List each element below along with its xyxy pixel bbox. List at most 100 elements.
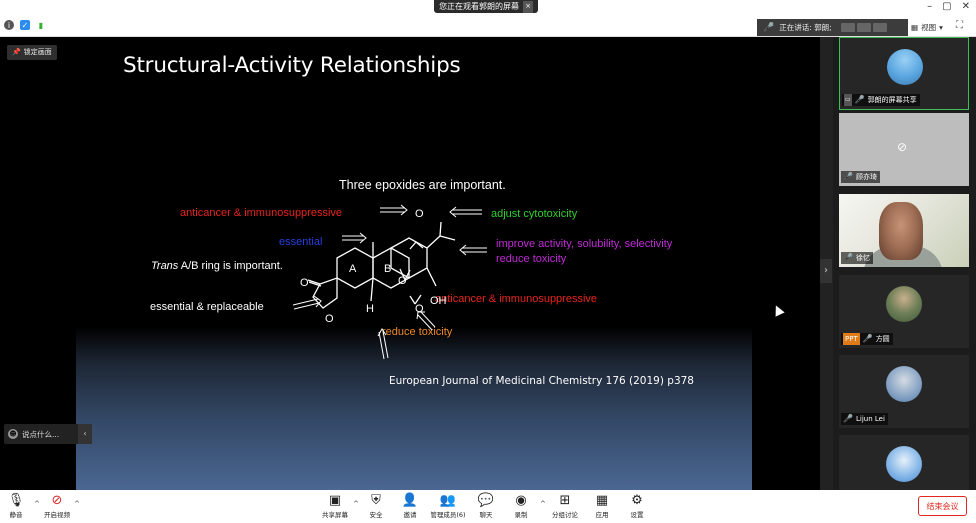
participant-name-tag: 🎤 顾亦琦 xyxy=(841,171,880,183)
lactone-ring-o: O xyxy=(325,313,334,325)
mute-button[interactable]: 🎙 静音 xyxy=(0,493,36,519)
annotation-reduce-toxicity-bottom: reduce toxicity xyxy=(382,326,453,338)
participant-face xyxy=(879,202,923,260)
ring-b-label: B xyxy=(384,263,391,275)
trans-rest: A/B ring is important. xyxy=(178,260,283,272)
start-video-button[interactable]: ⊘ 开启视频 xyxy=(37,493,77,519)
share-screen-icon: ▣ xyxy=(328,493,342,508)
slide-citation: European Journal of Medicinal Chemistry … xyxy=(389,375,694,387)
invite-button[interactable]: 👤 邀请 xyxy=(390,493,430,519)
collapse-panel-button[interactable]: › xyxy=(820,259,832,283)
record-icon: ◉ xyxy=(515,493,527,508)
annotation-reduce-toxicity-right: reduce toxicity xyxy=(496,253,567,265)
epoxide-top-label: O xyxy=(415,208,424,220)
participant-tile[interactable]: 🎤 Lijun Lei xyxy=(839,355,969,428)
settings-label: 设置 xyxy=(630,511,644,519)
title-bar: i ✓ ▮ 您正在观看郭朗的屏幕 × – ▢ ✕ xyxy=(0,0,976,37)
maximize-button[interactable]: ▢ xyxy=(942,1,952,12)
gear-icon: ⚙ xyxy=(631,493,643,508)
chevron-down-icon: ▾ xyxy=(939,23,943,32)
annotation-improve-activity: improve activity, solubility, selectivit… xyxy=(496,238,673,250)
participant-name-tag: ▭ 🎤 郭朗的屏幕共享 xyxy=(842,94,920,106)
chevron-up-icon[interactable]: ^ xyxy=(74,500,80,508)
mic-icon: 🎤 xyxy=(854,95,865,104)
molecule-structure: A B OH H O O O O O xyxy=(292,204,487,360)
view-icon: ▦ xyxy=(911,23,919,32)
participant-name: 顾亦琦 xyxy=(855,173,877,181)
participants-button[interactable]: 👥 管理成员(6) xyxy=(428,493,468,519)
view-mode-button[interactable]: ▦ 视图 ▾ xyxy=(908,19,952,36)
users-icon: 👥 xyxy=(439,493,457,508)
record-button[interactable]: ◉ 录制 xyxy=(501,493,541,519)
chevron-up-icon[interactable]: ^ xyxy=(34,500,40,508)
signal-icon[interactable]: ▮ xyxy=(38,20,44,30)
security-label: 安全 xyxy=(369,511,383,519)
chevron-up-icon[interactable]: ^ xyxy=(353,500,359,508)
chat-icon: 💬 xyxy=(477,493,495,508)
apps-button[interactable]: ▦ 应用 xyxy=(582,493,622,519)
presenter-badge: PPT xyxy=(843,333,860,345)
participant-name: 方圆 xyxy=(875,335,890,343)
participants-label: 管理成员(6) xyxy=(430,511,466,519)
share-screen-label: 共享屏幕 xyxy=(322,511,348,519)
participant-name: Lijun Lei xyxy=(855,415,885,423)
breakout-rooms-button[interactable]: ⊞ 分组讨论 xyxy=(545,493,585,519)
minimize-button[interactable]: – xyxy=(927,1,933,12)
mic-icon: 🎤 xyxy=(763,22,775,33)
participant-tile[interactable]: PPT 🎤 方圆 xyxy=(839,275,969,348)
pin-screen-button[interactable]: 📌 锁定画面 xyxy=(7,45,57,60)
lactone-carbonyl-o: O xyxy=(300,277,309,289)
share-screen-button[interactable]: ▣ 共享屏幕 xyxy=(315,493,355,519)
chat-input[interactable]: ☻ 说点什么... ‹ xyxy=(4,424,92,444)
slide xyxy=(76,37,752,490)
portrait-avatar xyxy=(886,286,922,322)
mic-icon: 🎤 xyxy=(862,334,873,343)
screen-share-icon: ▭ xyxy=(844,94,852,106)
status-icons: i ✓ ▮ xyxy=(4,20,46,30)
lactone-ring xyxy=(312,277,338,309)
security-button[interactable]: ⛨ 安全 xyxy=(356,493,396,519)
settings-button[interactable]: ⚙ 设置 xyxy=(617,493,657,519)
chat-collapse-button[interactable]: ‹ xyxy=(78,424,92,444)
shield-icon[interactable]: ✓ xyxy=(20,20,30,30)
apps-icon: ▦ xyxy=(595,493,609,508)
chevron-up-icon[interactable]: ^ xyxy=(540,500,546,508)
sharing-banner-text: 您正在观看郭朗的屏幕 xyxy=(439,2,520,11)
apps-label: 应用 xyxy=(595,511,609,519)
ring-a-label: A xyxy=(349,263,357,275)
end-meeting-button[interactable]: 结束会议 xyxy=(918,496,967,516)
participant-tile[interactable]: ⊘ 🎤 顾亦琦 xyxy=(839,113,969,186)
window-controls: – ▢ ✕ xyxy=(927,1,970,12)
close-window-button[interactable]: ✕ xyxy=(961,1,970,12)
shield-icon: ⛨ xyxy=(371,493,381,508)
annotation-anticancer-top: anticancer & immunosuppressive xyxy=(180,207,343,219)
invite-label: 邀请 xyxy=(403,511,417,519)
shared-screen: › 📌 锁定画面 Structural-Activity Relationshi… xyxy=(0,37,833,490)
chat-button[interactable]: 💬 聊天 xyxy=(466,493,506,519)
camera-off-icon: ⊘ xyxy=(897,140,908,154)
slide-title: Structural-Activity Relationships xyxy=(123,53,461,78)
mic-icon: 🎤 xyxy=(843,253,853,262)
info-icon[interactable]: i xyxy=(4,20,14,30)
mic-icon: 🎤 xyxy=(843,414,853,423)
view-label: 视图 xyxy=(921,23,937,32)
annotation-three-epoxides: Three epoxides are important. xyxy=(339,178,506,192)
fullscreen-icon[interactable]: ⛶ xyxy=(956,20,963,31)
emoji-icon[interactable]: ☻ xyxy=(8,429,18,439)
pin-icon: 📌 xyxy=(12,48,21,56)
meeting-toolbar: 🎙 静音 ^ ⊘ 开启视频 ^ ▣ 共享屏幕 ^ ⛨ 安全 👤 邀请 👥 管理成… xyxy=(0,490,976,523)
speaking-indicator: 🎤 正在讲话: 郭朗; ↶ xyxy=(757,19,933,36)
annotation-essential-replaceable: essential & replaceable xyxy=(150,301,264,313)
pin-screen-label: 锁定画面 xyxy=(23,48,52,56)
participant-tile[interactable] xyxy=(839,435,969,490)
speaker-thumbnails xyxy=(840,23,887,32)
add-user-icon: 👤 xyxy=(401,493,419,508)
participant-name: 郭朗的屏幕共享 xyxy=(867,96,917,104)
participant-name-tag: 🎤 Lijun Lei xyxy=(841,413,888,425)
participant-tile[interactable]: 🎤 徐忆 xyxy=(839,194,969,267)
sharing-banner[interactable]: 您正在观看郭朗的屏幕 × xyxy=(434,0,538,13)
participant-tile[interactable]: ▭ 🎤 郭朗的屏幕共享 xyxy=(839,37,969,110)
chat-label: 聊天 xyxy=(479,511,493,519)
oh-label: OH xyxy=(430,295,447,307)
close-icon[interactable]: × xyxy=(523,1,533,13)
